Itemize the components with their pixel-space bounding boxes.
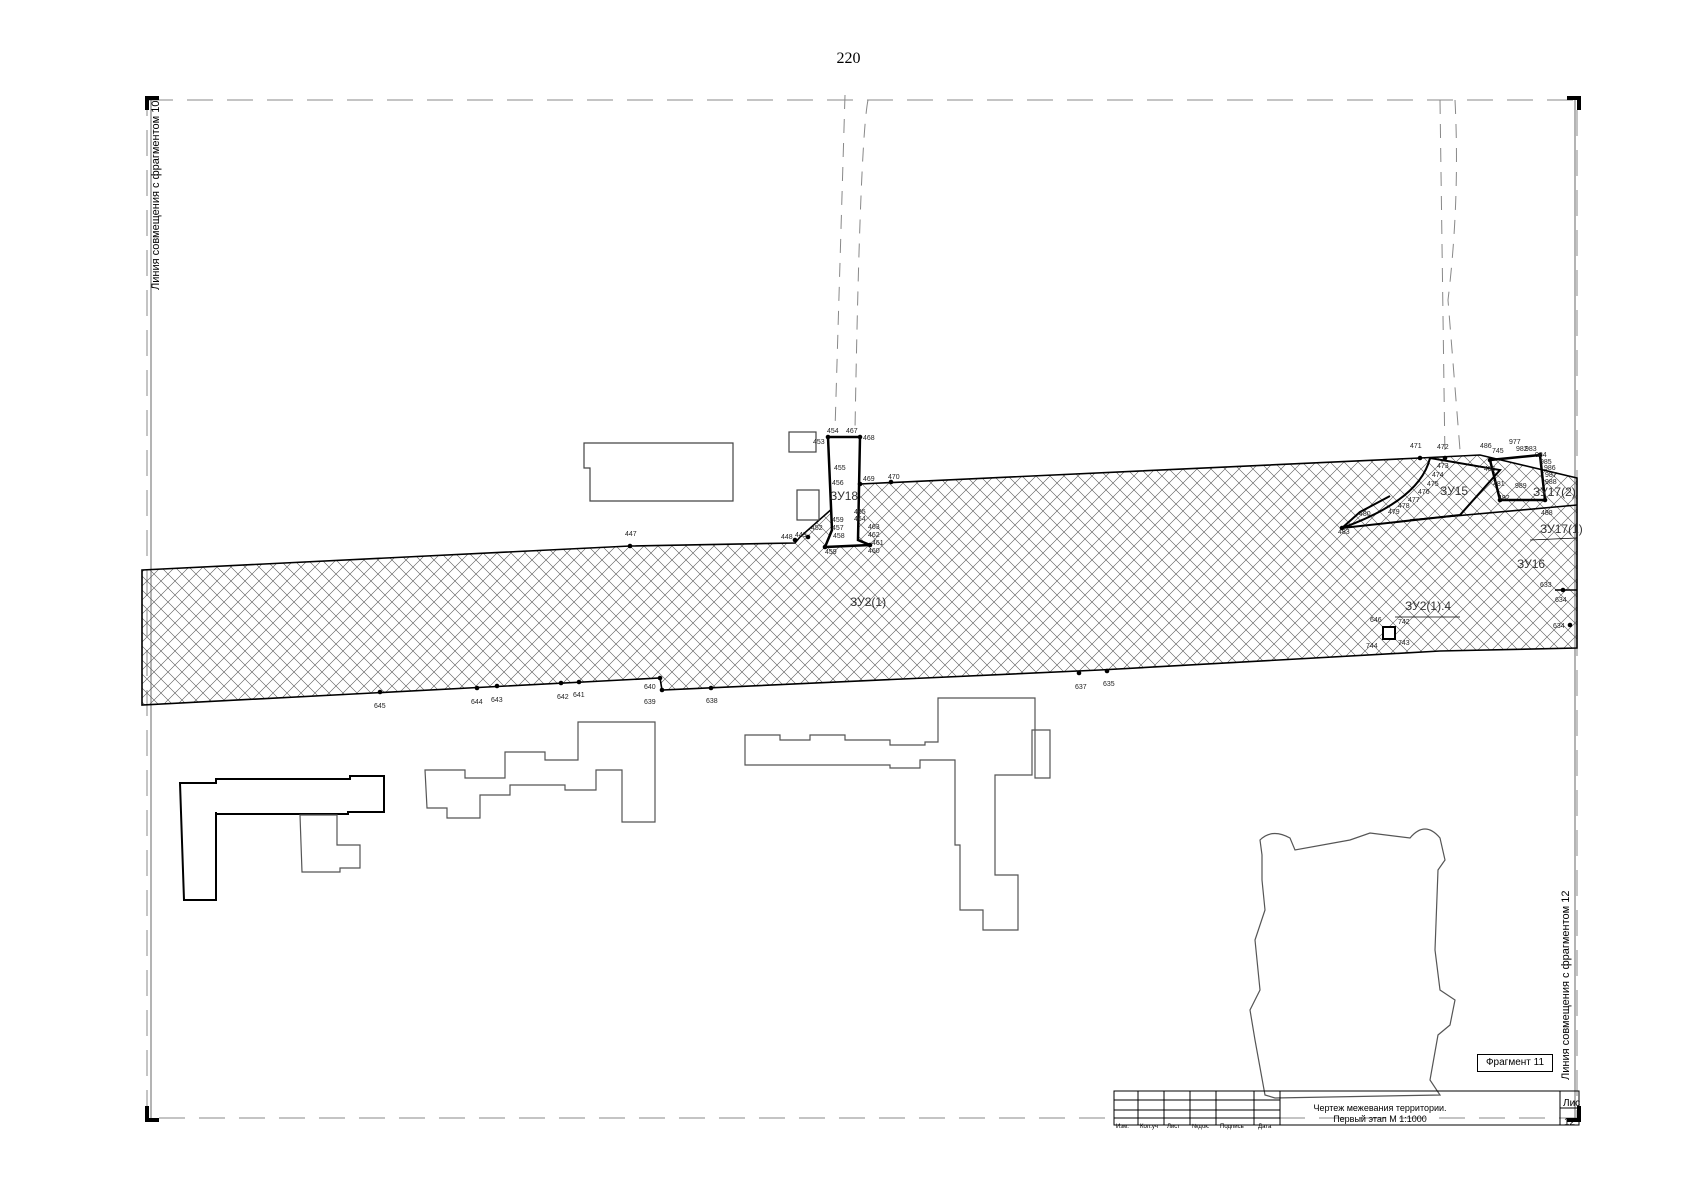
stamp-title-line1: Чертеж межевания территории. bbox=[1313, 1103, 1447, 1113]
svg-text:453: 453 bbox=[813, 439, 825, 446]
svg-text:475: 475 bbox=[1427, 481, 1439, 488]
svg-text:476: 476 bbox=[1418, 489, 1430, 496]
svg-text:462: 462 bbox=[868, 532, 880, 539]
title-block bbox=[1113, 1090, 1580, 1126]
stamp-title-line2: Первый этап М 1:1000 bbox=[1333, 1114, 1427, 1124]
stamp-column: Дата bbox=[1258, 1124, 1272, 1130]
svg-text:460: 460 bbox=[868, 548, 880, 555]
svg-text:634: 634 bbox=[1555, 597, 1567, 604]
svg-text:473: 473 bbox=[1437, 463, 1449, 470]
svg-text:984: 984 bbox=[1535, 452, 1547, 459]
svg-text:447: 447 bbox=[625, 531, 637, 538]
svg-text:452: 452 bbox=[811, 525, 823, 532]
svg-text:637: 637 bbox=[1075, 684, 1087, 691]
svg-text:638: 638 bbox=[706, 698, 718, 705]
svg-text:461: 461 bbox=[872, 540, 884, 547]
svg-text:485: 485 bbox=[1484, 466, 1496, 473]
point-labels: 447 448 449 452 453 454 455 456 457 458 … bbox=[374, 428, 1567, 710]
fragment-label: Фрагмент 11 bbox=[1477, 1054, 1553, 1072]
svg-text:987: 987 bbox=[1545, 472, 1557, 479]
stamp-column: Лист bbox=[1167, 1124, 1181, 1130]
svg-text:472: 472 bbox=[1437, 444, 1449, 451]
svg-text:464: 464 bbox=[854, 516, 866, 523]
svg-text:482: 482 bbox=[1498, 495, 1510, 502]
svg-text:455: 455 bbox=[834, 465, 846, 472]
stamp-column: Подпись bbox=[1220, 1124, 1244, 1130]
svg-text:459: 459 bbox=[832, 517, 844, 524]
svg-text:478: 478 bbox=[1398, 503, 1410, 510]
svg-text:640: 640 bbox=[644, 684, 656, 691]
svg-text:642: 642 bbox=[557, 694, 569, 701]
svg-text:983: 983 bbox=[1525, 446, 1537, 453]
svg-text:641: 641 bbox=[573, 692, 585, 699]
svg-text:988: 988 bbox=[1545, 479, 1557, 486]
zone-label: ЗУ17(2) bbox=[1533, 485, 1576, 499]
svg-text:645: 645 bbox=[374, 703, 386, 710]
svg-text:483: 483 bbox=[1338, 529, 1350, 536]
svg-text:986: 986 bbox=[1544, 465, 1556, 472]
svg-text:474: 474 bbox=[1432, 472, 1444, 479]
zone-label: ЗУ2(1).4 bbox=[1405, 599, 1451, 613]
svg-text:644: 644 bbox=[471, 699, 483, 706]
stamp-title: Чертеж межевания территории. Первый этап… bbox=[1290, 1103, 1470, 1125]
svg-text:989: 989 bbox=[1515, 483, 1527, 490]
svg-text:456: 456 bbox=[832, 480, 844, 487]
svg-text:469: 469 bbox=[863, 476, 875, 483]
zone-label: ЗУ16 bbox=[1517, 557, 1545, 571]
zone-label: ЗУ2(1) bbox=[850, 595, 886, 609]
svg-text:471: 471 bbox=[1410, 443, 1422, 450]
right-match-line-label: Линия совмещения с фрагментом 12 bbox=[1560, 890, 1572, 1080]
svg-text:982: 982 bbox=[1516, 446, 1528, 453]
svg-text:449: 449 bbox=[795, 532, 807, 539]
svg-text:468: 468 bbox=[863, 435, 875, 442]
svg-text:479: 479 bbox=[1388, 509, 1400, 516]
stamp-list-label: Лис bbox=[1563, 1098, 1581, 1109]
svg-text:742: 742 bbox=[1398, 619, 1410, 626]
svg-text:458: 458 bbox=[833, 533, 845, 540]
svg-text:480: 480 bbox=[1359, 511, 1371, 518]
svg-text:744: 744 bbox=[1366, 643, 1378, 650]
svg-text:643: 643 bbox=[491, 697, 503, 704]
left-match-line-label: Линия совмещения с фрагментом 10 bbox=[150, 100, 162, 290]
zone-label: ЗУ18 bbox=[830, 489, 858, 503]
svg-text:745: 745 bbox=[1492, 448, 1504, 455]
svg-text:985: 985 bbox=[1540, 459, 1552, 466]
svg-text:646: 646 bbox=[1370, 617, 1382, 624]
stamp-column: №док. bbox=[1192, 1124, 1210, 1130]
svg-text:457: 457 bbox=[832, 525, 844, 532]
buildings-north bbox=[583, 431, 820, 521]
parcel-zu2-1-4 bbox=[1382, 626, 1396, 640]
stamp-sheet-number: 12 bbox=[1564, 1117, 1576, 1128]
svg-text:459: 459 bbox=[825, 549, 837, 556]
svg-text:634: 634 bbox=[1553, 623, 1565, 630]
svg-text:463: 463 bbox=[868, 524, 880, 531]
svg-text:635: 635 bbox=[1103, 681, 1115, 688]
svg-text:488: 488 bbox=[1541, 510, 1553, 517]
page-number: 220 bbox=[836, 50, 861, 67]
svg-text:467: 467 bbox=[846, 428, 858, 435]
zone-label: ЗУ17(1) bbox=[1540, 522, 1583, 536]
svg-text:633: 633 bbox=[1540, 582, 1552, 589]
building-black bbox=[178, 775, 385, 901]
svg-text:977: 977 bbox=[1509, 439, 1521, 446]
svg-text:470: 470 bbox=[888, 474, 900, 481]
boundary-points bbox=[377, 434, 1573, 695]
svg-text:454: 454 bbox=[827, 428, 839, 435]
road-lines bbox=[834, 94, 1461, 461]
fortress-outline bbox=[1249, 828, 1456, 1099]
svg-text:465: 465 bbox=[854, 509, 866, 516]
svg-text:481: 481 bbox=[1493, 481, 1505, 488]
buildings-south bbox=[299, 697, 1051, 931]
parcel-zu15 bbox=[1341, 456, 1502, 529]
svg-text:448: 448 bbox=[781, 534, 793, 541]
svg-text:743: 743 bbox=[1398, 640, 1410, 647]
zone-label: ЗУ15 bbox=[1440, 484, 1468, 498]
stamp-column: Кол.уч bbox=[1140, 1124, 1158, 1130]
svg-text:486: 486 bbox=[1480, 443, 1492, 450]
stamp-column: Изм. bbox=[1116, 1124, 1129, 1130]
svg-text:639: 639 bbox=[644, 699, 656, 706]
svg-text:477: 477 bbox=[1408, 497, 1420, 504]
